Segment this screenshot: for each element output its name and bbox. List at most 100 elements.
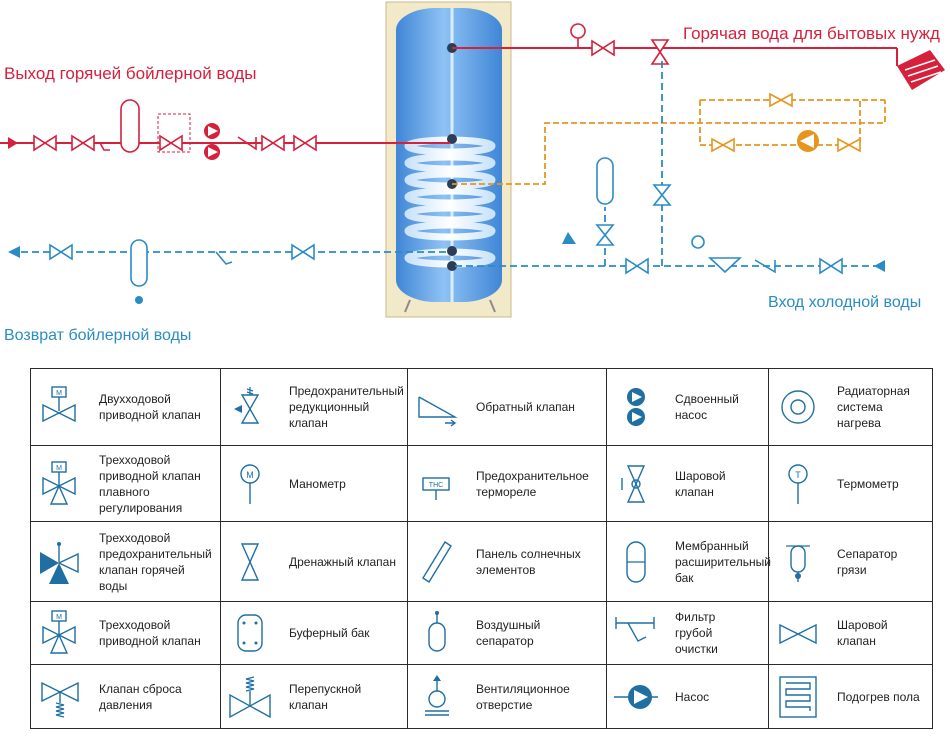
double-pump-icon (204, 123, 220, 160)
legend-label: Насос (675, 689, 710, 704)
legend-label: Подогрев пола (837, 689, 920, 704)
membrane-expansion-tank-icon (613, 538, 659, 586)
ball-valve-drain-icon (613, 460, 659, 508)
legend-label: Клапан сброса давления (99, 681, 182, 712)
arrow-in-icon (874, 260, 885, 272)
legend-cell: Фильтр грубой очистки (606, 601, 769, 665)
svg-text:T: T (795, 470, 801, 480)
legend-row: Трехходовой предохранительный клапан гор… (30, 521, 933, 602)
legend-label: Трехходовой предохранительный клапан гор… (99, 530, 212, 593)
radiator-system-icon (775, 383, 821, 431)
legend-cell: Радиаторная система нагрева (768, 368, 933, 446)
legend-cell: M Двухходовой приводной клапан (30, 368, 221, 446)
dirt-separator-icon (775, 538, 821, 586)
return-valves (49, 239, 315, 287)
label-boiler-return: Возврат бойлерной воды (4, 327, 192, 344)
label-hot-boiler-outlet: Выход горячей бойлерной воды (4, 64, 257, 83)
three-way-modulating-valve-icon: M (37, 460, 83, 508)
svg-text:THC: THC (429, 482, 443, 489)
three-way-safety-hot-valve-icon (37, 538, 83, 586)
legend-label: Трехходовой приводной клапан плавного ре… (99, 452, 201, 515)
hot-boiler-outlet-line (0, 100, 450, 144)
boiler-piping-diagram (0, 0, 950, 360)
cold-valves (595, 157, 843, 275)
vent-opening-icon (414, 673, 460, 721)
pump-icon (613, 673, 659, 721)
hot-domestic-line (452, 47, 898, 66)
legend-cell: Шаровой клапан (768, 601, 933, 665)
check-valve-icon (414, 383, 460, 431)
manometer-icon: M (227, 460, 273, 508)
solar-panel-icon (414, 538, 460, 586)
legend-label: Предохранительный редукционный клапан (289, 384, 404, 430)
two-way-actuated-valve-icon: M (37, 383, 83, 431)
bypass-valve-icon (227, 673, 273, 721)
coarse-filter-icon (613, 609, 659, 657)
check-valve-icon (237, 136, 257, 151)
svg-text:M: M (56, 465, 62, 472)
legend-cell: Шаровой клапан (606, 445, 769, 522)
legend-cell: Сепаратор грязи (768, 521, 933, 602)
floor-heating-icon (775, 673, 821, 721)
ball-valve-icon (775, 609, 821, 657)
arrow-out-icon (8, 246, 20, 258)
legend-label: Фильтр грубой очистки (675, 610, 718, 656)
legend-cell: Воздушный сепаратор (407, 601, 607, 665)
label-hot-domestic-water: Горячая вода для бытовых нужд (683, 24, 940, 43)
schematic-svg (0, 1, 945, 318)
legend-label: Панель солнечных элементов (476, 546, 581, 577)
cold-inlet-line (455, 60, 885, 267)
legend-label: Мембранный расширительный бак (675, 538, 771, 585)
shower-icon (897, 50, 945, 90)
legend-label: Сепаратор грязи (837, 546, 898, 577)
heating-coil (404, 136, 496, 268)
filter-icon (99, 142, 110, 151)
legend-cell: Сдвоенный насос (606, 368, 769, 446)
buffer-tank-icon (227, 609, 273, 657)
legend-label: Перепускной клапан (289, 681, 362, 712)
legend-cell: Вентиляционное отверстие (407, 664, 607, 729)
legend-label: Термометр (837, 476, 899, 491)
legend-row: M Трехходовой приводной клапан плавного р… (30, 445, 933, 522)
legend-cell: Перепускной клапан (220, 664, 408, 729)
legend-cell: M Манометр (220, 445, 408, 522)
legend-cell: Дренажный клапан (220, 521, 408, 602)
legend-cell: Трехходовой предохранительный клапан гор… (30, 521, 221, 602)
legend-cell: Насос (606, 664, 769, 729)
thermal-relay-icon: THC (414, 460, 460, 508)
twin-pump-icon (613, 383, 659, 431)
label-cold-water-inlet: Вход холодной воды (768, 294, 922, 311)
drain-valve-icon (227, 538, 273, 586)
legend-row: Клапан сброса давления Перепускной клапан… (30, 664, 933, 729)
expansion-tank-icon (120, 99, 140, 153)
legend-row: M Трехходовой приводной клапан Буферный ба… (30, 601, 933, 665)
legend-cell: T Термометр (768, 445, 933, 522)
legend-label: Шаровой клапан (837, 618, 888, 648)
legend-cell: Предохранительный редукционный клапан (220, 368, 408, 446)
pressure-relief-valve-icon (37, 673, 83, 721)
legend-label: Радиаторная система нагрева (837, 384, 910, 430)
thermometer-icon: T (775, 460, 821, 508)
legend-label: Манометр (289, 476, 346, 491)
domestic-valves (570, 23, 670, 65)
legend-label: Дренажный клапан (289, 554, 396, 569)
legend-label: Двухходовой приводной клапан (99, 392, 201, 422)
svg-text:M: M (56, 614, 62, 621)
svg-text:M: M (56, 390, 62, 397)
legend-row: M Двухходовой приводной клапан Предохранит… (30, 368, 933, 446)
actuator-box-icon (157, 113, 191, 153)
legend-label: Обратный клапан (476, 400, 575, 414)
legend-cell: Мембранный расширительный бак (606, 521, 771, 602)
legend-label: Буферный бак (289, 626, 370, 640)
recirculation-line (452, 99, 886, 185)
legend-cell: Обратный клапан (407, 368, 607, 446)
legend-label: Шаровой клапан (675, 468, 726, 499)
arrow-in-icon (8, 137, 18, 149)
legend-label: Трехходовой приводной клапан (99, 618, 201, 648)
recirculation-valves (711, 92, 861, 153)
legend-label: Предохранительное термореле (476, 468, 589, 499)
legend-cell: Панель солнечных элементов (407, 521, 607, 602)
tank-legs (404, 299, 496, 313)
legend-label: Воздушный сепаратор (476, 618, 541, 648)
